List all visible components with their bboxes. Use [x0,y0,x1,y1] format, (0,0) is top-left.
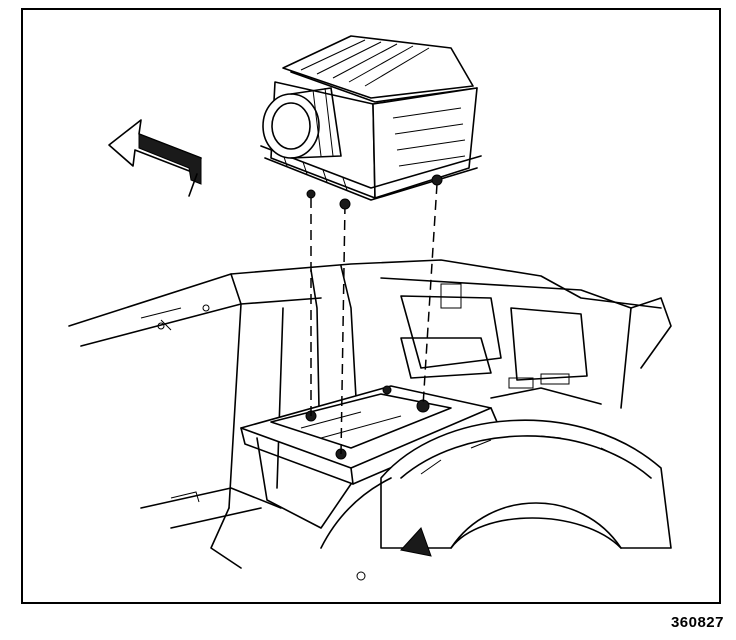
forward-direction-arrow [108,119,202,197]
air-cleaner-mounting-tray [240,385,498,529]
mounting-alignment-lines [310,183,438,455]
fender-wheelhouse [320,387,672,581]
figure-id-label: 360827 [670,614,724,631]
air-cleaner-installation-diagram [68,35,672,581]
vehicle-body-structure [68,259,672,569]
air-cleaner-housing [260,35,482,210]
